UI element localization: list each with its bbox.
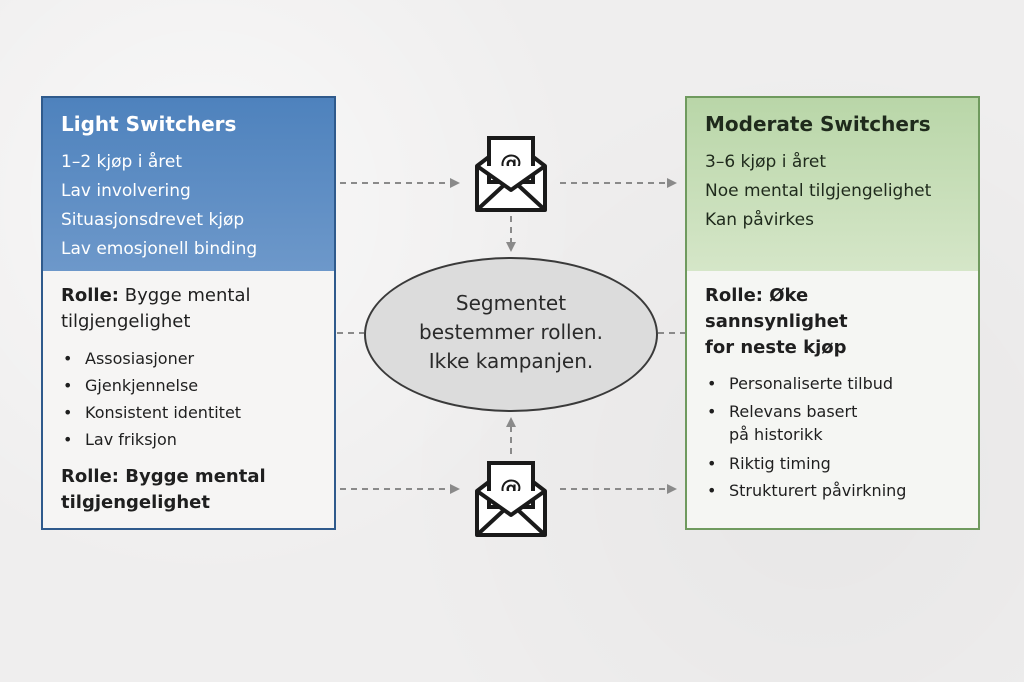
moderate-switchers-title: Moderate Switchers xyxy=(705,112,931,136)
email-envelope-icon: @ xyxy=(475,461,547,537)
list-item: Riktig timing xyxy=(705,450,906,477)
list-item: Konsistent identitet xyxy=(61,399,241,426)
light-attribute: Lav involvering xyxy=(61,181,191,201)
light-role-label: Rolle: xyxy=(61,285,119,306)
list-item: Personaliserte tilbud xyxy=(705,370,906,397)
list-item: Gjenkjennelse xyxy=(61,372,241,399)
light-role-footer-line1: Rolle: Bygge mental xyxy=(61,466,266,487)
light-role-footer-line2: tilgjengelighet xyxy=(61,492,210,513)
moderate-bullet-list: Personaliserte tilbud Relevans basertpå … xyxy=(705,370,906,504)
light-bullet-list: Assosiasjoner Gjenkjennelse Konsistent i… xyxy=(61,345,241,453)
light-role-footer: Rolle: Bygge mental tilgjengelighet xyxy=(61,464,266,516)
light-role-text: Bygge mental xyxy=(124,285,251,306)
moderate-role-heading: Rolle: Øke sannsynlighet for neste kjøp xyxy=(705,283,848,361)
center-message-line2: bestemmer rollen. xyxy=(419,320,603,344)
moderate-role-line1: Rolle: Øke xyxy=(705,285,809,306)
moderate-role-line2: sannsynlighet xyxy=(705,311,848,332)
light-switchers-title: Light Switchers xyxy=(61,112,237,136)
moderate-attribute: Noe mental tilgjengelighet xyxy=(705,181,932,201)
moderate-switchers-header: Moderate Switchers 3–6 kjøp i året Noe m… xyxy=(687,98,978,271)
light-switchers-card: Light Switchers 1–2 kjøp i året Lav invo… xyxy=(41,96,336,530)
light-attribute: Lav emosjonell binding xyxy=(61,239,258,259)
email-envelope-icon: @ xyxy=(475,136,547,212)
list-item: Strukturert påvirkning xyxy=(705,477,906,504)
light-attribute: Situasjonsdrevet kjøp xyxy=(61,210,245,230)
moderate-switchers-attributes: 3–6 kjøp i året Noe mental tilgjengeligh… xyxy=(705,148,931,235)
moderate-attribute: Kan påvirkes xyxy=(705,210,814,230)
light-role-heading: Rolle: Bygge mental tilgjengelighet xyxy=(61,283,250,335)
moderate-attribute: 3–6 kjøp i året xyxy=(705,152,826,172)
moderate-role-line3: for neste kjøp xyxy=(705,337,847,358)
center-message-line1: Segmentet xyxy=(455,291,567,315)
list-item: Lav friksjon xyxy=(61,426,241,453)
light-role-text-line2: tilgjengelighet xyxy=(61,311,191,332)
moderate-switchers-card: Moderate Switchers 3–6 kjøp i året Noe m… xyxy=(685,96,980,530)
light-switchers-header: Light Switchers 1–2 kjøp i året Lav invo… xyxy=(43,98,334,271)
center-message-line3: Ikke kampanjen. xyxy=(428,349,594,373)
center-message: Segmentet bestemmer rollen. Ikke kampanj… xyxy=(366,289,656,376)
light-attribute: 1–2 kjøp i året xyxy=(61,152,182,172)
list-item: Assosiasjoner xyxy=(61,345,241,372)
center-message-ellipse: Segmentet bestemmer rollen. Ikke kampanj… xyxy=(364,257,658,412)
light-switchers-attributes: 1–2 kjøp i året Lav involvering Situasjo… xyxy=(61,148,257,264)
